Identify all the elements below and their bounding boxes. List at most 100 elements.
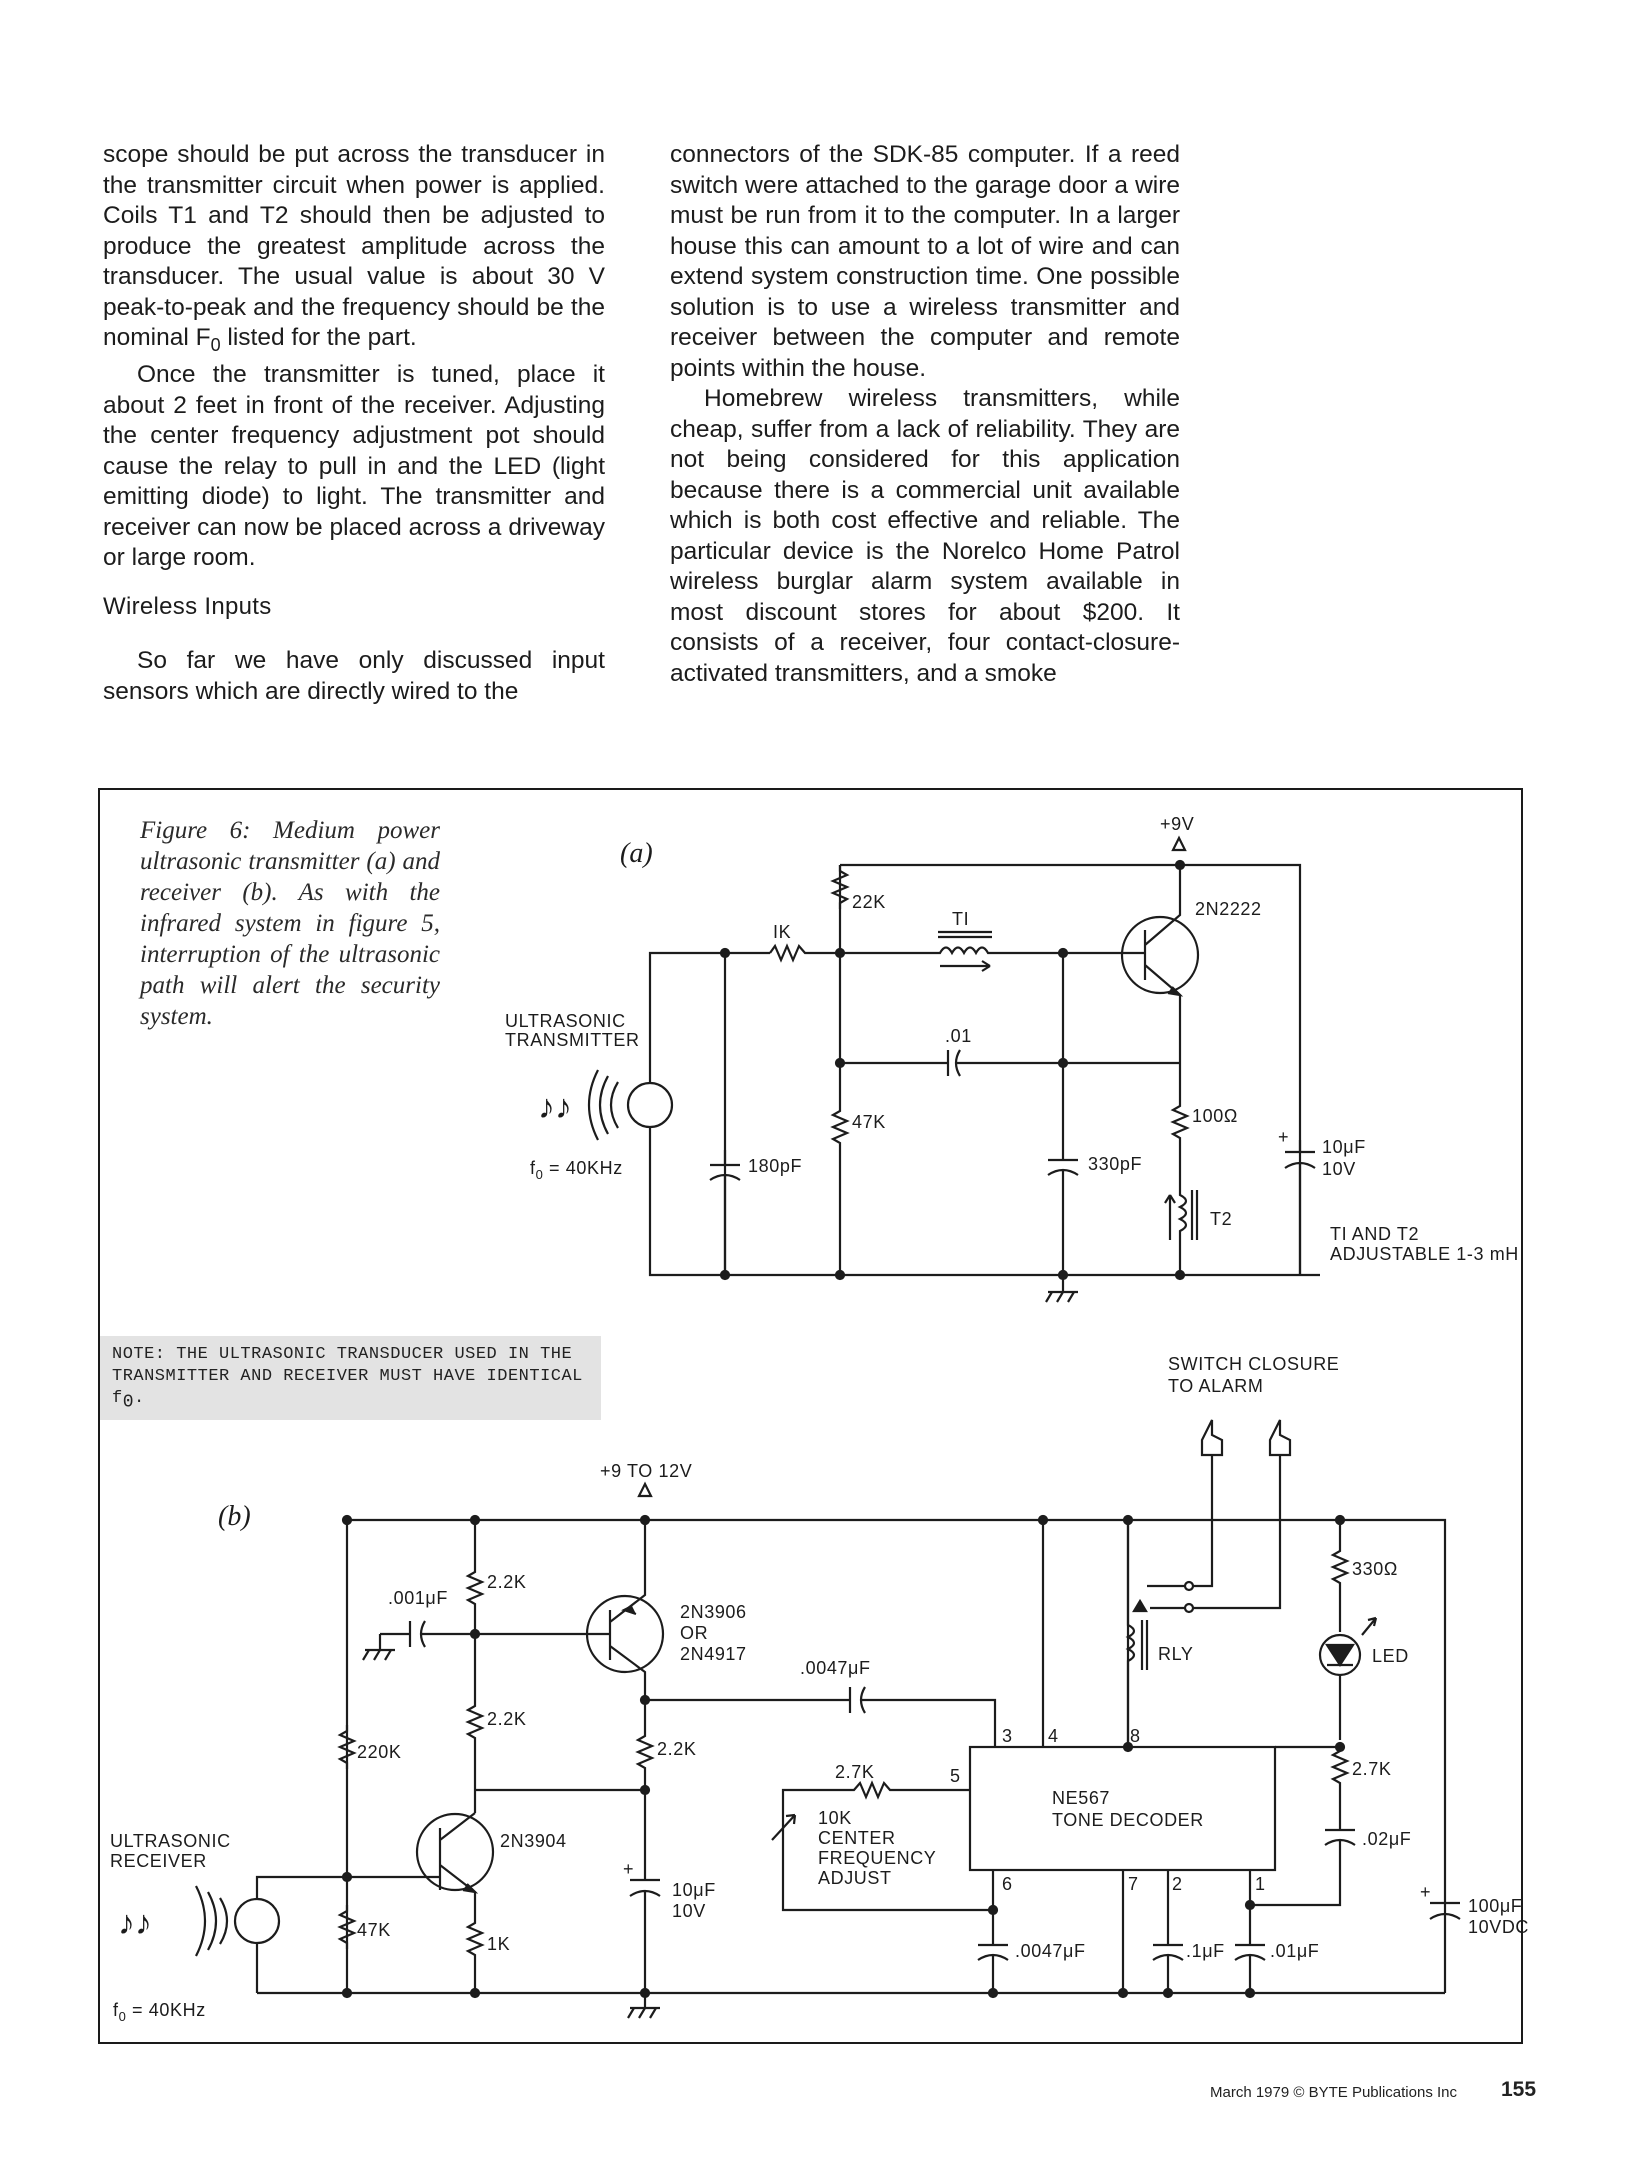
r-47k-b-label: 47K <box>357 1920 391 1940</box>
supply-9-12v-label: +9 TO 12V <box>600 1461 692 1481</box>
left-paragraph-1: scope should be put across the transduce… <box>103 141 605 355</box>
right-paragraph-2: Homebrew wireless transmitters, while ch… <box>670 385 1180 687</box>
receiver-label-1: ULTRASONIC <box>110 1831 231 1851</box>
relay-label: RLY <box>1158 1644 1193 1664</box>
r-22k-label: 22K <box>852 892 886 912</box>
led-label: LED <box>1372 1646 1409 1666</box>
ground-icon <box>1045 1275 1078 1303</box>
q-2n3904-label: 2N3904 <box>500 1831 567 1851</box>
t1-t2-note-1: TI AND T2 <box>1330 1224 1419 1244</box>
transistor-2n2222 <box>1120 915 1200 995</box>
svg-text:+: + <box>623 1859 634 1879</box>
transistor-2n3904 <box>415 1812 495 1892</box>
pot-label-2: CENTER <box>818 1828 896 1848</box>
pot-label-1: 10K <box>818 1808 852 1828</box>
q-2n3906-label-1: 2N3906 <box>680 1602 747 1622</box>
switch-label-1: SWITCH CLOSURE <box>1168 1354 1339 1374</box>
r-22k-b-label: 2.2K <box>487 1709 526 1729</box>
pot-label-4: ADJUST <box>818 1868 892 1888</box>
c-01-label: .01 <box>945 1026 972 1046</box>
rx-freq-label: f0 = 40KHz <box>113 2000 206 2024</box>
r-1k-b-label: 1K <box>487 1934 510 1954</box>
transmitter-label-1: ULTRASONIC <box>505 1011 626 1031</box>
c-10uf-b-label-1: 10μF <box>672 1880 716 1900</box>
receiver-label-2: RECEIVER <box>110 1851 207 1871</box>
c-10uf-label-2: 10V <box>1322 1159 1356 1179</box>
r-27a-label: 2.7K <box>835 1762 874 1782</box>
pin-4-label: 4 <box>1048 1726 1059 1746</box>
pin-8-label: 8 <box>1130 1726 1141 1746</box>
pot-arrow-icon <box>771 1813 797 1841</box>
q-2n2222-label: 2N2222 <box>1195 899 1262 919</box>
tx-freq-label: f0 = 40KHz <box>530 1158 623 1182</box>
pin-2-label: 2 <box>1172 1874 1183 1894</box>
t1-t2-note-2: ADJUSTABLE 1-3 mH <box>1330 1244 1519 1264</box>
c-01uf-label: .01μF <box>1270 1941 1319 1961</box>
r-27b-label: 2.7K <box>1352 1759 1391 1779</box>
svg-text:+: + <box>1278 1127 1289 1147</box>
svg-text:+: + <box>1420 1882 1431 1902</box>
figure-note: NOTE: THE ULTRASONIC TRANSDUCER USED IN … <box>100 1336 601 1420</box>
r-47k-label: 47K <box>852 1112 886 1132</box>
c-100uf-label-1: 100μF <box>1468 1896 1522 1916</box>
section-heading: Wireless Inputs <box>103 592 272 620</box>
circuit-a-tag: (a) <box>620 838 653 869</box>
rx-music-note-icon: ♪♪ <box>118 1904 152 1942</box>
r-100-label: 100Ω <box>1192 1106 1238 1126</box>
c-180pf-label: 180pF <box>748 1156 802 1176</box>
left-paragraph-2: Once the transmitter is tuned, place it … <box>103 361 605 572</box>
circuit-b: (b) +9 TO 12V SWITCH CLOSURE TO ALARM UL… <box>110 1354 1529 2024</box>
r-330-label: 330Ω <box>1352 1559 1398 1579</box>
q-2n3906-label-3: 2N4917 <box>680 1644 747 1664</box>
receiver-transducer <box>233 1897 281 1945</box>
c-330pf-label: 330pF <box>1088 1154 1142 1174</box>
r-22k-c-label: 2.2K <box>657 1739 696 1759</box>
ne567-ic <box>968 1745 1277 1872</box>
transistor-2n3906 <box>585 1594 665 1674</box>
c-02-label: .02μF <box>1362 1829 1411 1849</box>
ground-c-icon <box>362 1634 395 1661</box>
c-001-label: .001μF <box>388 1588 448 1608</box>
c-100uf-label-2: 10VDC <box>1468 1917 1529 1937</box>
r-220k-label: 220K <box>357 1742 401 1762</box>
r-22k-a-label: 2.2K <box>487 1572 526 1592</box>
right-text-column: connectors of the SDK-85 computer. If a … <box>670 140 1180 689</box>
circuit-a: (a) +9V ULTRASONIC TRANSMITTER f0 = 40KH… <box>505 814 1519 1303</box>
c-1uf-label: .1μF <box>1186 1941 1225 1961</box>
sound-wave-icon <box>588 1069 619 1141</box>
pin-3-label: 3 <box>1002 1726 1013 1746</box>
transmitter-transducer <box>626 1081 674 1129</box>
t1-label: TI <box>952 909 969 929</box>
transmitter-label-2: TRANSMITTER <box>505 1030 640 1050</box>
pot-label-3: FREQUENCY <box>818 1848 936 1868</box>
led-icon <box>1324 1643 1356 1668</box>
q-2n3906-label-2: OR <box>680 1623 708 1643</box>
figure-frame <box>98 788 1523 2044</box>
right-paragraph-1: connectors of the SDK-85 computer. If a … <box>670 141 1180 382</box>
footer-credit: March 1979 © BYTE Publications Inc <box>1210 2084 1458 2101</box>
left-paragraph-3: So far we have only discussed input sens… <box>103 647 605 705</box>
c-0047b-label: .0047μF <box>1015 1941 1086 1961</box>
alarm-terminals-icon <box>1200 1419 1292 1457</box>
switch-label-2: TO ALARM <box>1168 1376 1264 1396</box>
ic-label-2: TONE DECODER <box>1052 1810 1204 1830</box>
ic-label-1: NE567 <box>1052 1788 1110 1808</box>
supply-9v-label: +9V <box>1160 814 1194 834</box>
page-number: 155 <box>1501 2078 1537 2101</box>
r-1k-label: IK <box>773 922 791 942</box>
ground-b-icon <box>627 1993 660 2019</box>
figure-caption: Figure 6: Medium power ultrasonic transm… <box>140 817 440 1030</box>
rx-sound-wave-icon <box>195 1885 229 1957</box>
c-10uf-label-1: 10μF <box>1322 1137 1366 1157</box>
pin-7-label: 7 <box>1128 1874 1139 1894</box>
pin-1-label: 1 <box>1255 1874 1266 1894</box>
supply-b-arrow-icon <box>637 1481 653 1498</box>
left-text-column: scope should be put across the transduce… <box>103 140 605 707</box>
c-0047a-label: .0047μF <box>800 1658 871 1678</box>
c-10uf-b-label-2: 10V <box>672 1901 706 1921</box>
pin-5-label: 5 <box>950 1766 961 1786</box>
t2-label: T2 <box>1210 1209 1232 1229</box>
music-note-icon: ♪♪ <box>538 1088 572 1126</box>
supply-arrow-icon <box>1171 835 1187 852</box>
